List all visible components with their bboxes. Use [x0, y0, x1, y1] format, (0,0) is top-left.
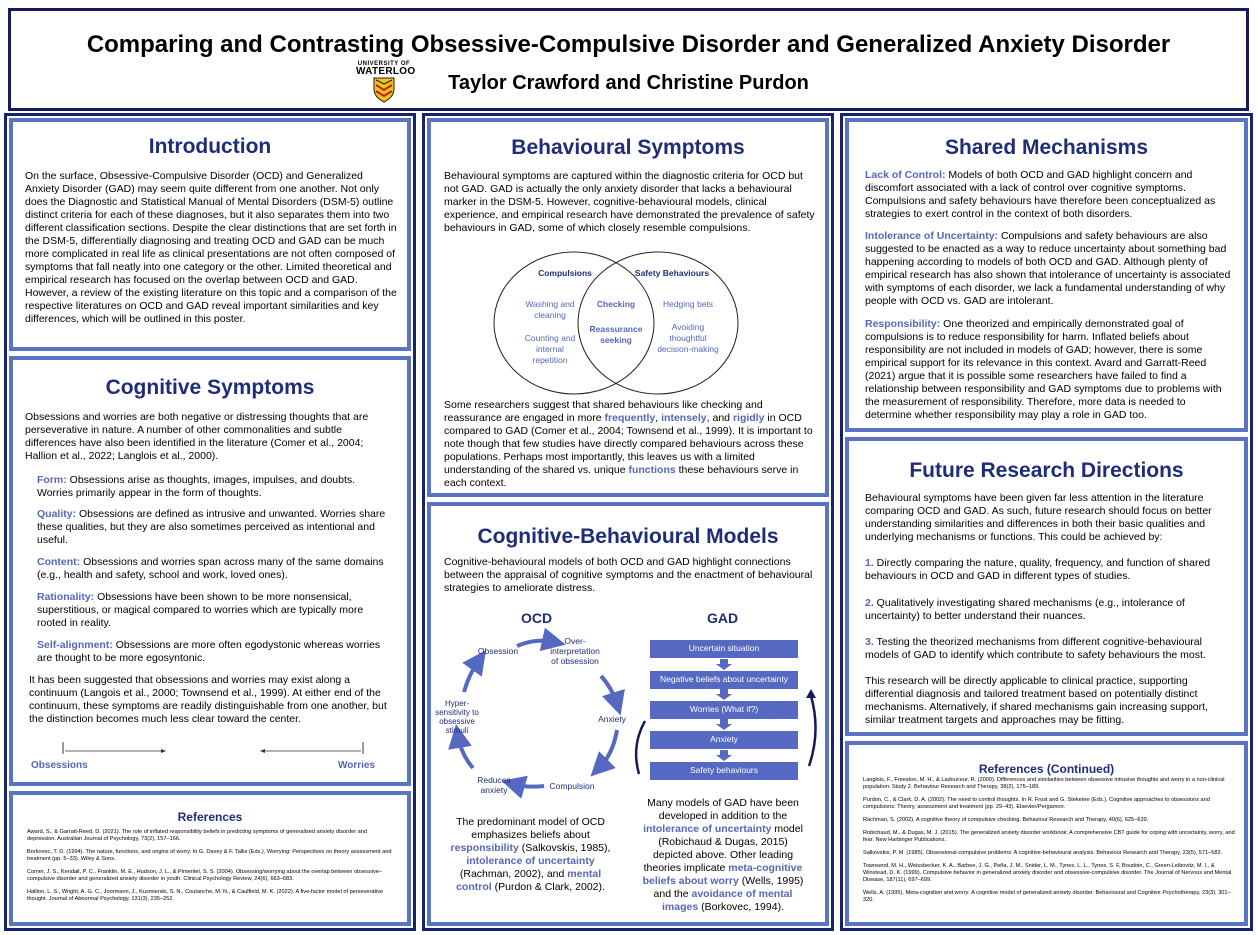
svg-text:Avoiding: Avoiding: [672, 322, 705, 332]
reference-item: Award, S., & Garratt-Reed, D. (2021). Th…: [27, 829, 367, 842]
future-research-panel: Future Research Directions Behavioural s…: [845, 437, 1248, 736]
gad-step-safety-behaviours: Safety behaviours: [650, 762, 798, 780]
reference-item: Comer, J. S., Kendall, P. C., Franklin, …: [27, 869, 382, 882]
gad-step-negative-beliefs: Negative beliefs about uncertainty: [650, 671, 798, 689]
venn-diagram: Compulsions Safety Behaviours Washing an…: [493, 251, 739, 395]
svg-text:obsessive: obsessive: [439, 717, 475, 726]
cognitive-item-quality: Quality: Obsessions are defined as intru…: [37, 508, 386, 546]
cognitive-intro-text: Obsessions and worries are both negative…: [25, 411, 369, 462]
cbm-heading: Cognitive-Behavioural Models: [477, 525, 779, 548]
reference-item: Langlois, F., Freeston, M. H., & Ladouce…: [863, 777, 1225, 790]
svg-text:Hedging bets: Hedging bets: [663, 299, 713, 309]
svg-text:thoughtful: thoughtful: [669, 333, 706, 343]
ocd-cycle-diagram: Obsession Over- interpretation of obsess…: [435, 628, 627, 798]
column-middle-frame: [422, 113, 834, 931]
gad-model-text: Many models of GAD have been developed i…: [642, 797, 804, 913]
reference-item: Townsend, M. H., Weissbecker, K. A., Bar…: [863, 863, 1232, 883]
behavioural-intro-text: Behavioural symptoms are captured within…: [444, 170, 815, 234]
svg-text:repetition: repetition: [533, 355, 568, 365]
university-logo: UNIVERSITY OF WATERLOO: [356, 61, 415, 113]
svg-text:interpretation: interpretation: [550, 646, 600, 656]
references-continued-list: Langlois, F., Freeston, M. H., & Ladouce…: [863, 777, 1235, 910]
continuum-diagram: [62, 742, 364, 754]
gad-step-worries: Worries (What if?): [650, 701, 798, 719]
ocd-node-compulsion: Compulsion: [550, 781, 595, 791]
cognitive-symptoms-panel: Cognitive Symptoms Obsessions and worrie…: [9, 356, 411, 786]
reference-item: Salkovskis, P. M. (1985). Obsessional-co…: [863, 850, 1223, 856]
introduction-text: On the surface, Obsessive-Compulsive Dis…: [25, 170, 397, 325]
behavioural-symptoms-heading: Behavioural Symptoms: [511, 136, 745, 159]
svg-text:stimuli: stimuli: [446, 726, 469, 735]
svg-text:of obsession: of obsession: [551, 656, 599, 666]
ocd-node-hypersensitivity: Hyper-: [445, 699, 469, 708]
svg-text:Washing and: Washing and: [525, 299, 575, 309]
future-intro-text: Behavioural symptoms have been given far…: [865, 492, 1212, 543]
cognitive-behavioural-models-panel: Cognitive-Behavioural Models Cognitive-b…: [427, 502, 829, 926]
gad-step-anxiety: Anxiety: [650, 731, 798, 749]
svg-text:Counting and: Counting and: [525, 333, 576, 343]
cbm-intro-text: Cognitive-behavioural models of both OCD…: [444, 556, 813, 594]
venn-overlap-reassurance: Reassurance: [590, 324, 643, 334]
future-item-3: 3. Testing the theorized mechanisms from…: [865, 636, 1206, 661]
reference-item: Purdon, C., & Clark, D. A. (2002). The n…: [863, 797, 1210, 810]
reference-item: Wells, A. (1995). Meta-cognition and wor…: [863, 890, 1231, 903]
ocd-title: OCD: [521, 610, 553, 626]
gad-title: GAD: [707, 610, 739, 626]
cognitive-item-form: Form: Obsessions arise as thoughts, imag…: [37, 474, 356, 499]
future-outro-text: This research will be directly applicabl…: [865, 675, 1208, 726]
cognitive-item-self-alignment: Self-alignment: Obsessions are more ofte…: [37, 639, 381, 664]
cognitive-symptoms-heading: Cognitive Symptoms: [105, 376, 315, 399]
svg-text:seeking: seeking: [600, 335, 632, 345]
shared-item-lack-of-control: Lack of Control: Models of both OCD and …: [865, 169, 1216, 220]
svg-text:internal: internal: [536, 344, 564, 354]
reference-item: Borkovec, T. D. (1994). The nature, func…: [27, 849, 392, 862]
ocd-node-reduces-anxiety: Reduces: [477, 775, 511, 785]
future-research-heading: Future Research Directions: [909, 459, 1184, 482]
introduction-heading: Introduction: [148, 135, 272, 158]
ocd-model-text: The predominant model of OCD emphasizes …: [450, 816, 611, 893]
poster-header: Comparing and Contrasting Obsessive-Comp…: [8, 8, 1249, 111]
reference-item: Hallion, L. S., Wright, A. G. C., Joorma…: [27, 889, 384, 902]
future-item-1: 1. Directly comparing the nature, qualit…: [865, 557, 1211, 582]
venn-right-title: Safety Behaviours: [635, 268, 709, 278]
references-list: Award, S., & Garratt-Reed, D. (2021). Th…: [27, 829, 397, 909]
references-continued-heading: References (Continued): [978, 762, 1115, 776]
cognitive-item-content: Content: Obsessions and worries span acr…: [37, 556, 384, 581]
ocd-node-overinterpretation: Over-: [564, 636, 585, 646]
reference-item: Rachman, S. (2002). A cognitive theory o…: [863, 817, 1149, 823]
continuum-label-obsessions: Obsessions: [31, 760, 88, 771]
continuum-label-worries: Worries: [338, 760, 376, 771]
shared-mechanisms-panel: Shared Mechanisms Lack of Control: Model…: [845, 118, 1248, 432]
column-left-frame: [4, 113, 416, 931]
venn-overlap-checking: Checking: [597, 299, 635, 309]
references-panel: References Award, S., & Garratt-Reed, D.…: [9, 791, 411, 926]
introduction-panel: Introduction On the surface, Obsessive-C…: [9, 118, 411, 351]
behavioural-symptoms-panel: Behavioural Symptoms Behavioural symptom…: [427, 118, 829, 497]
references-heading: References: [177, 810, 243, 824]
svg-text:anxiety: anxiety: [481, 785, 509, 795]
future-item-2: 2. Qualitatively investigating shared me…: [865, 597, 1185, 622]
svg-text:cleaning: cleaning: [534, 310, 566, 320]
shared-item-intolerance-of-uncertainty: Intolerance of Uncertainty: Compulsions …: [865, 230, 1231, 307]
poster-authors: Taylor Crawford and Christine Purdon: [448, 72, 809, 94]
svg-text:sensitivity to: sensitivity to: [435, 708, 479, 717]
references-continued-panel: References (Continued) Langlois, F., Fre…: [845, 741, 1248, 926]
continuum-text: It has been suggested that obsessions an…: [29, 674, 387, 725]
column-right-frame: [840, 113, 1253, 931]
poster-title: Comparing and Contrasting Obsessive-Comp…: [86, 31, 1171, 58]
ocd-node-anxiety: Anxiety: [598, 714, 627, 724]
venn-left-title: Compulsions: [538, 268, 592, 278]
gad-flow-arrows: [634, 659, 817, 775]
shared-item-responsibility: Responsibility: One theorized and empiri…: [865, 318, 1222, 421]
crest-icon: [373, 77, 395, 103]
gad-step-uncertain-situation: Uncertain situation: [650, 640, 798, 658]
svg-text:decision-making: decision-making: [657, 344, 719, 354]
shared-mechanisms-heading: Shared Mechanisms: [944, 136, 1149, 159]
reference-item: Robichaud, M., & Dugas, M. J. (2015). Th…: [863, 830, 1235, 843]
behavioural-body-text: Some researchers suggest that shared beh…: [444, 399, 813, 489]
ocd-node-obsession: Obsession: [478, 646, 518, 656]
cognitive-item-rationality: Rationality: Obsessions have been shown …: [37, 591, 364, 629]
